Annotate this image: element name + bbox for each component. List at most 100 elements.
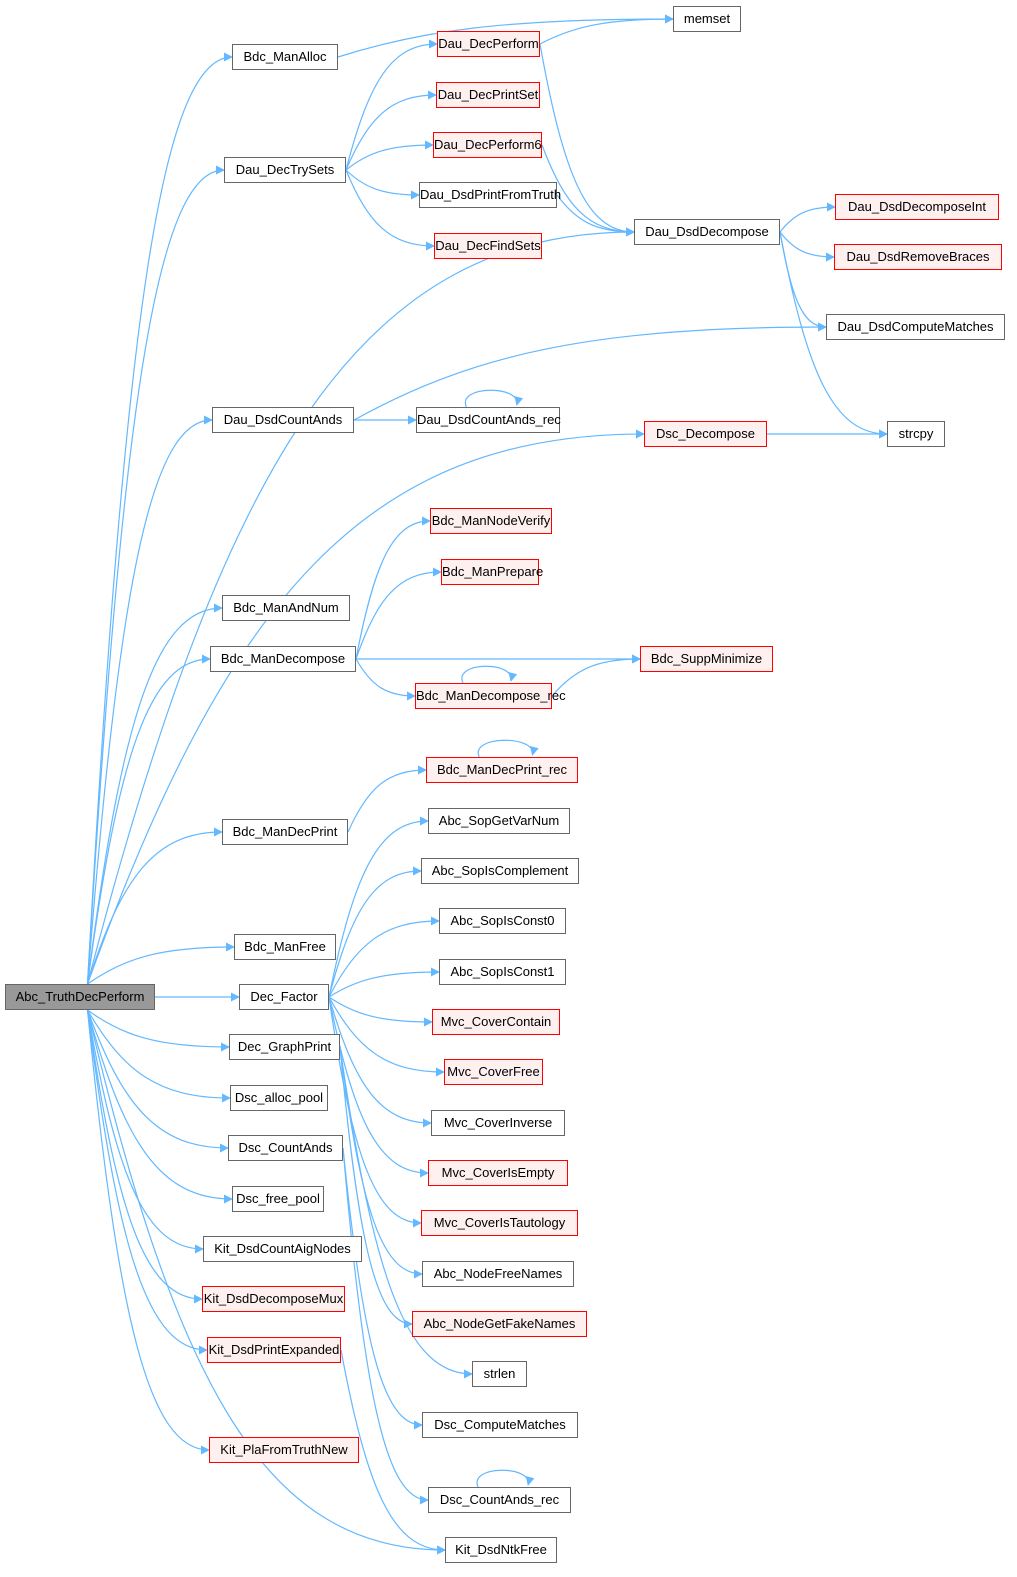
- node-mvc-covercontain[interactable]: Mvc_CoverContain: [432, 1009, 560, 1035]
- edge-dec-factor-to-mvc-coverfree: [328, 996, 445, 1077]
- node-dec-graphprint[interactable]: Dec_GraphPrint: [229, 1034, 340, 1060]
- edge-kit-dsdprintexpanded-to-kit-dsdntkfree: [340, 1349, 446, 1555]
- node-kit-dsdprintexpanded[interactable]: Kit_DsdPrintExpanded: [207, 1337, 341, 1363]
- node-dau-decperform[interactable]: Dau_DecPerform: [437, 31, 540, 57]
- node-label: Abc_SopIsConst1: [450, 964, 555, 979]
- edge-root-to-kit-dsdntkfree: [86, 1009, 446, 1555]
- node-abc-nodegetfakenames[interactable]: Abc_NodeGetFakeNames: [412, 1311, 587, 1337]
- node-abc-sopgetvarnum[interactable]: Abc_SopGetVarNum: [428, 808, 570, 834]
- edge-dec-factor-to-mvc-covercontain: [328, 996, 433, 1027]
- node-dsc-countands-rec[interactable]: Dsc_CountAnds_rec: [428, 1487, 571, 1513]
- edge-dau-dsdcountands-rec-to-dau-dsdcountands-rec: [464, 389, 524, 408]
- node-abc-sopisconst1[interactable]: Abc_SopIsConst1: [439, 959, 566, 985]
- node-label: Dau_DecPerform6: [434, 137, 542, 152]
- node-label: Dau_DecTrySets: [235, 162, 335, 177]
- node-kit-dsddecomposemux[interactable]: Kit_DsdDecomposeMux: [202, 1286, 345, 1312]
- node-strcpy[interactable]: strcpy: [887, 421, 945, 447]
- node-kit-plafromtruthnew[interactable]: Kit_PlaFromTruthNew: [209, 1437, 359, 1463]
- node-label: Dau_DecPerform: [438, 36, 539, 51]
- node-label: Dsc_free_pool: [236, 1191, 320, 1206]
- node-label: Bdc_ManAndNum: [233, 600, 339, 615]
- node-abc-nodefreenames[interactable]: Abc_NodeFreeNames: [422, 1261, 574, 1287]
- node-dsc-countands[interactable]: Dsc_CountAnds: [228, 1135, 343, 1161]
- edge-dec-graphprint-to-strlen: [339, 1046, 473, 1379]
- node-bdc-mandecprint[interactable]: Bdc_ManDecPrint: [222, 819, 348, 845]
- node-dau-dsdcomputematches[interactable]: Dau_DsdComputeMatches: [826, 314, 1005, 340]
- edge-root-to-kit-dsddecomposemux: [86, 1009, 203, 1304]
- node-label: Abc_NodeFreeNames: [433, 1266, 563, 1281]
- node-kit-dsdntkfree[interactable]: Kit_DsdNtkFree: [445, 1537, 557, 1563]
- node-bdc-suppminimize[interactable]: Bdc_SuppMinimize: [640, 646, 773, 672]
- node-label: Dau_DsdRemoveBraces: [846, 249, 990, 264]
- edge-bdc-mandecompose-rec-to-bdc-mandecompose-rec: [461, 665, 518, 684]
- node-label: Bdc_ManPrepare: [442, 564, 544, 579]
- node-dsc-alloc-pool[interactable]: Dsc_alloc_pool: [230, 1085, 328, 1111]
- edge-dau-dectrysets-to-dau-decprintset: [345, 90, 437, 171]
- node-mvc-coverfree[interactable]: Mvc_CoverFree: [444, 1059, 543, 1085]
- edge-dau-dectrysets-to-dau-decperform: [345, 39, 438, 171]
- edge-root-to-dau-dectrysets: [86, 165, 225, 985]
- edge-dec-graphprint-to-abc-nodefreenames: [339, 1046, 423, 1279]
- node-kit-dsdcountaignodes[interactable]: Kit_DsdCountAigNodes: [203, 1236, 362, 1262]
- node-dau-dsdprintfromtruth[interactable]: Dau_DsdPrintFromTruth: [419, 182, 561, 208]
- node-bdc-manprepare[interactable]: Bdc_ManPrepare: [441, 559, 543, 585]
- node-mvc-coverinverse[interactable]: Mvc_CoverInverse: [431, 1110, 565, 1136]
- node-label: Bdc_ManDecompose_rec: [416, 688, 566, 703]
- node-label: Kit_DsdNtkFree: [455, 1542, 547, 1557]
- node-label: Dsc_alloc_pool: [234, 1090, 324, 1105]
- node-memset[interactable]: memset: [673, 6, 741, 32]
- node-abc-sopisconst0[interactable]: Abc_SopIsConst0: [439, 908, 566, 934]
- node-mvc-coveristautology[interactable]: Mvc_CoverIsTautology: [421, 1210, 578, 1236]
- node-label: Dau_DsdCountAnds: [223, 412, 343, 427]
- node-dau-dsddecompose[interactable]: Dau_DsdDecompose: [634, 219, 780, 245]
- node-dau-dsdcountands[interactable]: Dau_DsdCountAnds: [212, 407, 354, 433]
- node-dsc-free-pool[interactable]: Dsc_free_pool: [232, 1186, 324, 1212]
- node-dau-decprintset[interactable]: Dau_DecPrintSet: [436, 82, 540, 108]
- node-bdc-mannodeverify[interactable]: Bdc_ManNodeVerify: [430, 508, 552, 534]
- node-bdc-mandecompose-rec[interactable]: Bdc_ManDecompose_rec: [415, 683, 566, 709]
- node-bdc-manalloc[interactable]: Bdc_ManAlloc: [232, 44, 338, 70]
- node-dau-dsdcountands-rec[interactable]: Dau_DsdCountAnds_rec: [416, 407, 561, 433]
- node-dau-dsdremovebraces[interactable]: Dau_DsdRemoveBraces: [834, 244, 1002, 270]
- edge-dau-dsddecompose-to-dau-dsdcomputematches: [779, 231, 827, 332]
- node-mvc-coverisempty[interactable]: Mvc_CoverIsEmpty: [428, 1160, 568, 1186]
- node-bdc-mandecompose[interactable]: Bdc_ManDecompose: [210, 646, 356, 672]
- edge-dau-dectrysets-to-dau-decfindsets: [345, 169, 435, 251]
- edge-root-to-dsc-countands: [86, 1009, 229, 1153]
- node-label: Dau_DsdPrintFromTruth: [420, 187, 562, 202]
- edge-dau-decperform-to-dau-dsddecompose: [539, 43, 635, 237]
- edge-root-to-bdc-mandecompose: [86, 654, 211, 985]
- edge-root-to-dec-graphprint: [87, 1009, 230, 1052]
- edge-bdc-mandecompose-to-bdc-manprepare: [355, 567, 442, 660]
- node-dau-dsddecomposeint[interactable]: Dau_DsdDecomposeInt: [835, 194, 999, 220]
- node-dau-decfindsets[interactable]: Dau_DecFindSets: [434, 233, 542, 259]
- node-dsc-computematches[interactable]: Dsc_ComputeMatches: [422, 1412, 578, 1438]
- node-label: Mvc_CoverFree: [447, 1064, 540, 1079]
- node-label: Dau_DsdComputeMatches: [837, 319, 994, 334]
- node-label: Dau_DecPrintSet: [437, 87, 539, 102]
- edge-dau-dsddecompose-to-strcpy: [779, 231, 888, 439]
- node-root[interactable]: Abc_TruthDecPerform: [5, 984, 155, 1010]
- edge-dec-graphprint-to-abc-nodegetfakenames: [339, 1046, 413, 1329]
- node-bdc-manandnum[interactable]: Bdc_ManAndNum: [222, 595, 350, 621]
- edge-root-to-bdc-manandnum: [86, 603, 223, 985]
- node-label: Kit_DsdCountAigNodes: [214, 1241, 351, 1256]
- node-abc-sopiscomplement[interactable]: Abc_SopIsComplement: [421, 858, 579, 884]
- node-label: Dau_DecFindSets: [435, 238, 541, 253]
- node-dau-dectrysets[interactable]: Dau_DecTrySets: [224, 157, 346, 183]
- node-label: Abc_SopGetVarNum: [438, 813, 560, 828]
- node-dsc-decompose[interactable]: Dsc_Decompose: [644, 421, 767, 447]
- node-label: Bdc_ManDecompose: [220, 651, 346, 666]
- node-dec-factor[interactable]: Dec_Factor: [239, 984, 329, 1010]
- node-label: Dsc_ComputeMatches: [434, 1417, 566, 1432]
- node-bdc-mandecprint-rec[interactable]: Bdc_ManDecPrint_rec: [426, 757, 578, 783]
- node-dau-decperform6[interactable]: Dau_DecPerform6: [433, 132, 542, 158]
- node-label: Abc_NodeGetFakeNames: [423, 1316, 576, 1331]
- node-bdc-manfree[interactable]: Bdc_ManFree: [234, 934, 336, 960]
- node-strlen[interactable]: strlen: [472, 1361, 527, 1387]
- node-label: Abc_SopIsConst0: [450, 913, 555, 928]
- edge-bdc-mandecprint-to-bdc-mandecprint-rec: [347, 765, 427, 833]
- edge-dec-factor-to-abc-sopgetvarnum: [328, 816, 429, 998]
